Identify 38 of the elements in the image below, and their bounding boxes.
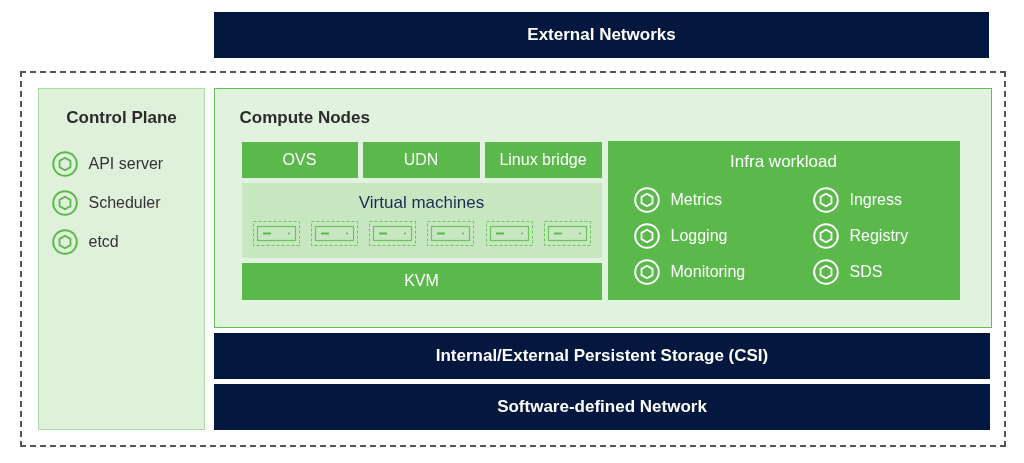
block-label: UDN [403, 150, 439, 169]
layer-bar [214, 333, 990, 379]
panel [214, 88, 992, 328]
block-label: KVM [404, 272, 439, 290]
component-label: Ingress [849, 189, 902, 210]
component-block [484, 141, 602, 178]
server-icon [310, 220, 358, 246]
bar-label: Internal/External Persistent Storage (CSI) [435, 346, 769, 366]
component-block [241, 141, 358, 178]
component-label: Monitoring [670, 261, 746, 282]
component-label: API server [88, 153, 164, 174]
server-icon [426, 220, 474, 246]
panel [38, 88, 205, 430]
section-title: Virtual machines [358, 191, 485, 214]
component-label: Logging [670, 225, 728, 246]
component-label: SDS [849, 261, 883, 282]
server-icon [368, 220, 416, 246]
server-icon [485, 220, 533, 246]
component-block [362, 141, 480, 178]
layer-bar [214, 12, 989, 58]
panel-title: Control Plane [66, 106, 177, 129]
component-label: Scheduler [88, 192, 161, 213]
section-panel [241, 182, 602, 258]
block-label: Linux bridge [499, 150, 587, 169]
bar-label: Software-defined Network [497, 397, 707, 417]
server-icon [252, 220, 300, 246]
block-title: Infra workload [730, 150, 837, 173]
block-label: OVS [282, 150, 317, 169]
component-label: etcd [88, 231, 119, 252]
component-label: Registry [849, 225, 909, 246]
panel-title: Compute Nodes [239, 106, 370, 129]
bar-label: External Networks [527, 25, 676, 45]
server-icon [543, 220, 591, 246]
layer-bar [214, 384, 990, 430]
dashed-frame [20, 71, 1006, 447]
component-label: Metrics [670, 189, 723, 210]
component-block [607, 140, 960, 300]
component-block [241, 262, 602, 300]
